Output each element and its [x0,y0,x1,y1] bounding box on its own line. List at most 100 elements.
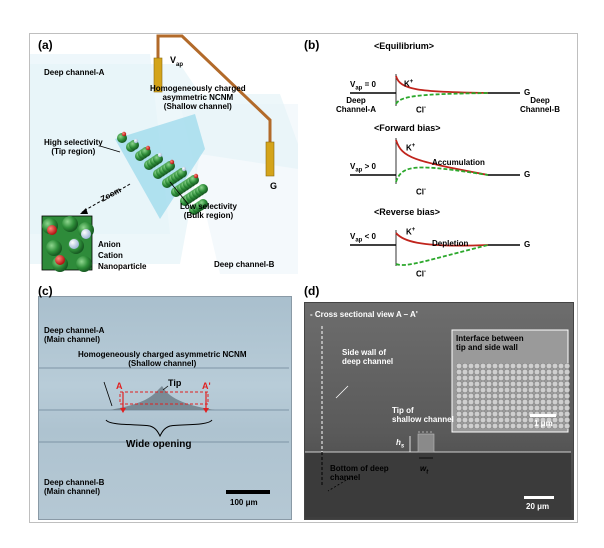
sem-particle [479,392,486,399]
inset-nanoparticle [76,256,92,272]
sem-particle [497,410,504,417]
accumulation-label: Accumulation [432,158,485,167]
eq-g: G [524,88,531,97]
sem-particle [485,368,492,375]
deep-channel-a-label: Deep channel-A [44,68,105,77]
sem-particle [467,392,474,399]
sem-particle [503,380,510,387]
sem-particle [503,362,510,369]
sem-particle [491,416,498,423]
sem-particle [461,380,468,387]
sem-particle [473,404,480,411]
sem-particle [455,422,462,429]
inset-ion [47,225,57,235]
sem-particle [533,392,540,399]
sem-particle [545,392,552,399]
sem-particle [479,386,486,393]
sem-particle [551,404,558,411]
deep-channel-a-b: Deep Channel-A [336,96,376,114]
sem-particle [515,416,522,423]
sem-particle [533,368,540,375]
sem-particle [509,386,516,393]
sem-particle [497,416,504,423]
sem-particle [558,410,565,417]
equilibrium-profile [350,74,520,106]
sem-particle [533,374,540,381]
sem-particle [491,410,498,417]
sem-particle [497,362,504,369]
sem-particle [473,416,480,423]
depletion-label: Depletion [432,239,469,248]
scale-bar-c-label: 100 μm [230,498,258,507]
sem-particle [521,368,528,375]
sem-particle [473,392,480,399]
sem-particle [558,386,565,393]
sem-particle [515,398,522,405]
sem-particle [509,422,516,429]
sem-particle [461,368,468,375]
sem-particle [455,362,462,369]
sem-particle [455,404,462,411]
sem-particle [455,368,462,375]
sem-particle [467,362,474,369]
high-selectivity-label: High selectivity (Tip region) [44,138,103,156]
sem-particle [485,398,492,405]
sem-particle [545,374,552,381]
sem-particle [503,374,510,381]
sem-particle [509,404,516,411]
sem-particle [497,404,504,411]
sem-particle [461,386,468,393]
sem-particle [558,374,565,381]
sem-particle [491,386,498,393]
electrode-g-label: G [270,181,278,191]
sem-particle [551,416,558,423]
nanoparticle-sphere [198,199,208,209]
panel-a: (a) Deep channel-A Vap Homogeneously cha… [30,34,298,280]
sem-particle [455,374,462,381]
scale-bar-d-label: 20 μm [526,502,550,511]
sem-particle [539,386,546,393]
sem-particle [539,398,546,405]
sem-particle [515,374,522,381]
sem-particle [515,404,522,411]
eq-vap: Vap = 0 [350,80,376,92]
ncnm-label-c: Homogeneously charged asymmetric NCNM (S… [78,350,247,368]
sem-particle [551,362,558,369]
sem-particle [479,362,486,369]
ion-sphere [193,173,199,179]
sem-particle [521,416,528,423]
sem-particle [503,416,510,423]
reverse-profile [350,230,520,266]
sem-particle [479,398,486,405]
nanoparticle-label: Nanoparticle [98,262,147,271]
sem-particle [497,374,504,381]
panel-c-label: (c) [38,284,53,298]
sem-particle [479,368,486,375]
panel-a-illustration [30,34,298,274]
bottom-label: Bottom of deep channel [330,464,389,482]
sem-particle [527,422,534,429]
eq-k: K+ [404,79,414,89]
sem-particle [467,380,474,387]
sem-particle [455,398,462,405]
sem-particle [473,410,480,417]
sem-particle [558,416,565,423]
panel-c-overlay [39,367,289,494]
sem-particle [545,398,552,405]
sem-particle [539,368,546,375]
sem-particle [497,392,504,399]
sem-particle [497,386,504,393]
sem-particle [461,374,468,381]
deep-channel-b-c: Deep channel-B (Main channel) [44,478,105,496]
sem-particle [515,410,522,417]
forward-title: <Forward bias> [374,123,441,133]
sem-particle [497,380,504,387]
inset-nanoparticle [62,216,78,232]
sem-particle [485,422,492,429]
panel-b-profiles [350,74,520,266]
ion-sphere [181,166,187,172]
panel-c: (c) Deep channel-A (Main channel) Homoge… [30,284,298,520]
sem-particle [467,404,474,411]
sem-particle [521,392,528,399]
ion-sphere [169,159,175,165]
